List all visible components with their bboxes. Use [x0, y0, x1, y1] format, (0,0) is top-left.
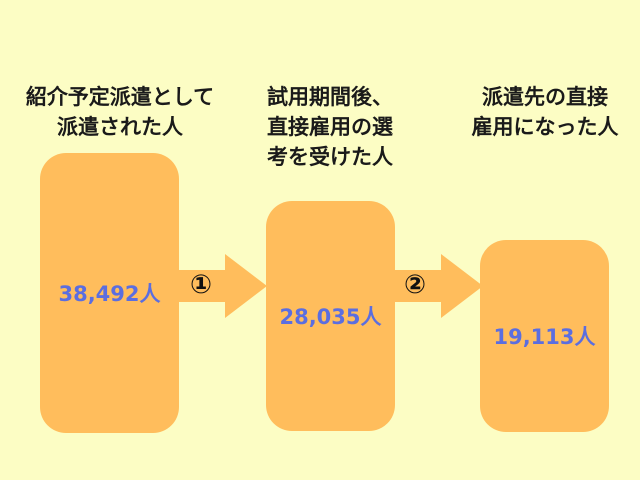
stage-1-label: 紹介予定派遣として 派遣された人 [25, 85, 215, 139]
arrow-2 [395, 254, 483, 318]
stage-3-box: 19,113人 [480, 240, 609, 432]
stage-2-box: 28,035人 [266, 201, 395, 431]
arrow-1 [179, 254, 267, 318]
step-1-marker: ① [190, 270, 213, 300]
stage-3-value: 19,113人 [493, 325, 596, 349]
stage-1-value: 38,492人 [58, 282, 161, 306]
stage-2-label: 試用期間後、 直接雇用の選 考を受けた人 [267, 85, 393, 169]
stage-1-box: 38,492人 [40, 153, 179, 433]
step-2-marker: ② [404, 270, 427, 300]
stage-3-label: 派遣先の直接 雇用になった人 [471, 85, 619, 139]
stage-2-value: 28,035人 [279, 305, 382, 329]
arrow-right-icon [179, 254, 267, 318]
arrow-right-icon [395, 254, 483, 318]
